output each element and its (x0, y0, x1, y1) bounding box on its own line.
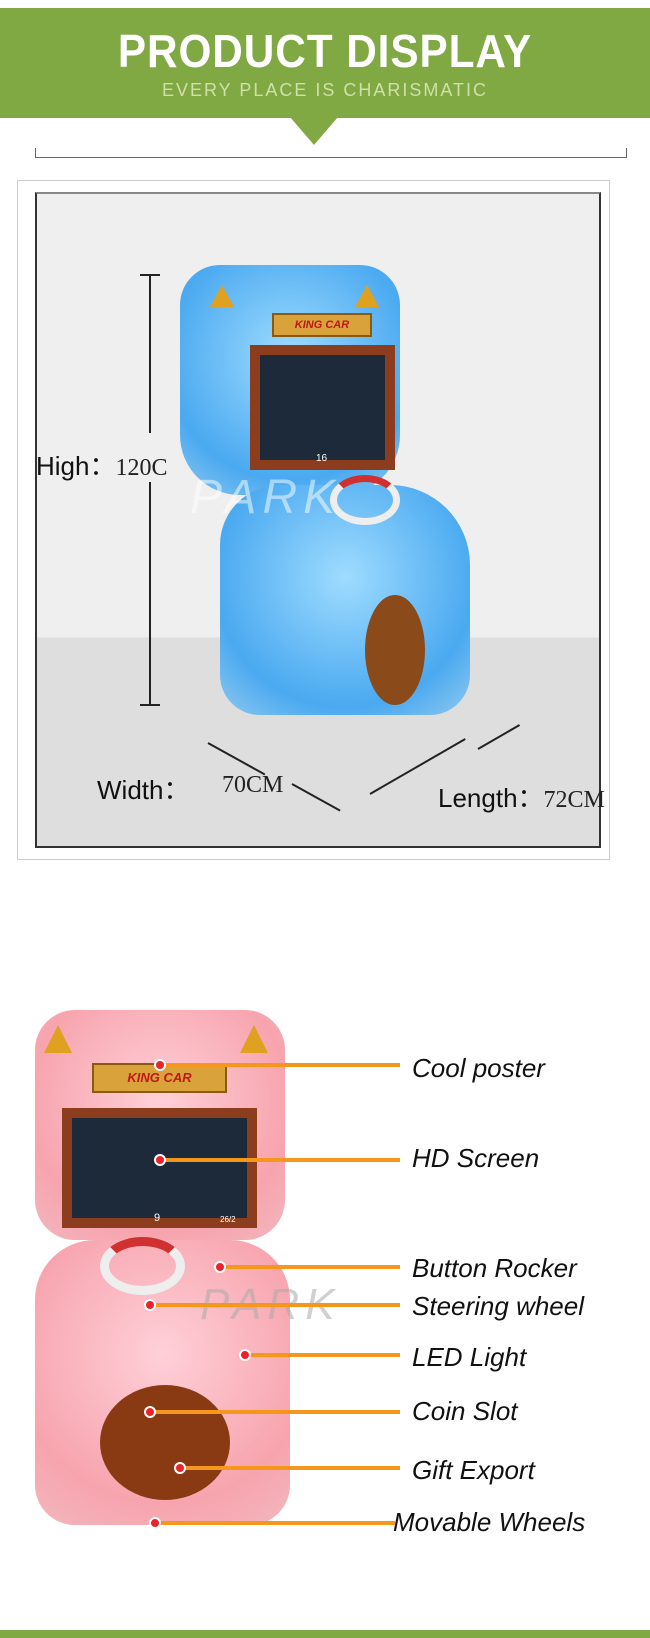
feature-hd-screen: HD Screen (412, 1143, 540, 1173)
height-line (149, 275, 151, 433)
pink-machine: KING CAR 9 26/2 (30, 1005, 295, 1530)
feature-led-light: LED Light (412, 1342, 527, 1372)
ear-right (355, 285, 379, 307)
feature-gift-export: Gift Export (412, 1455, 535, 1485)
gift-window (100, 1385, 230, 1500)
screen-counter: 26/2 (220, 1215, 236, 1224)
length-label: Length：72CM (438, 778, 605, 815)
callout-dot (239, 1349, 251, 1361)
callout-dot (144, 1406, 156, 1418)
callout-dot (154, 1154, 166, 1166)
footer-bar (0, 1630, 650, 1638)
dimension-image-frame (17, 180, 610, 860)
game-screen (62, 1108, 257, 1228)
watermark: PARK (190, 471, 342, 524)
blue-machine: KING CAR 16 (180, 265, 480, 725)
feature-button-rocker: Button Rocker (412, 1253, 577, 1283)
callout-dot (149, 1517, 161, 1529)
width-label: Width： (97, 770, 189, 807)
divider (35, 148, 627, 158)
height-tick (140, 704, 160, 706)
brand-sign: KING CAR (272, 313, 372, 337)
callout-line (180, 1466, 400, 1470)
callout-line (220, 1265, 400, 1269)
callout-line (160, 1063, 400, 1067)
callout-line (150, 1303, 400, 1307)
high-value: 120C (115, 455, 168, 481)
width-value: 70CM (222, 772, 284, 798)
callout-line (160, 1158, 400, 1162)
feature-cool-poster: Cool poster (412, 1053, 545, 1083)
length-label-text: Length： (438, 783, 544, 813)
feature-coin-slot: Coin Slot (412, 1396, 518, 1426)
callout-dot (214, 1261, 226, 1273)
machine-body (220, 485, 470, 715)
ear-left (210, 285, 234, 307)
game-screen (250, 345, 395, 470)
feature-steering-wheel: Steering wheel (412, 1291, 584, 1321)
page-title: PRODUCT DISPLAY (117, 25, 533, 77)
callout-dot (154, 1059, 166, 1071)
screen-number: 16 (316, 453, 328, 464)
page-subtitle: EVERY PLACE IS CHARISMATIC (161, 80, 489, 100)
high-label-text: High： (36, 451, 116, 481)
width-label-text: Width： (97, 775, 190, 805)
ear-left (44, 1025, 72, 1053)
callout-line (155, 1521, 395, 1525)
screen-number: 9 (154, 1212, 161, 1224)
banner-arrow (290, 117, 338, 145)
callout-line (245, 1353, 400, 1357)
callout-dot (144, 1299, 156, 1311)
ear-right (240, 1025, 268, 1053)
length-value: 72CM (543, 787, 605, 813)
height-line (149, 482, 151, 705)
steering-wheel (100, 1237, 185, 1295)
gift-window (365, 595, 425, 705)
height-tick (140, 274, 160, 276)
high-label: High：120C (36, 446, 168, 483)
feature-movable-wheels: Movable Wheels (393, 1507, 586, 1537)
callout-dot (174, 1462, 186, 1474)
steering-wheel (330, 475, 400, 525)
header-banner (0, 8, 650, 118)
callout-line (150, 1410, 400, 1414)
